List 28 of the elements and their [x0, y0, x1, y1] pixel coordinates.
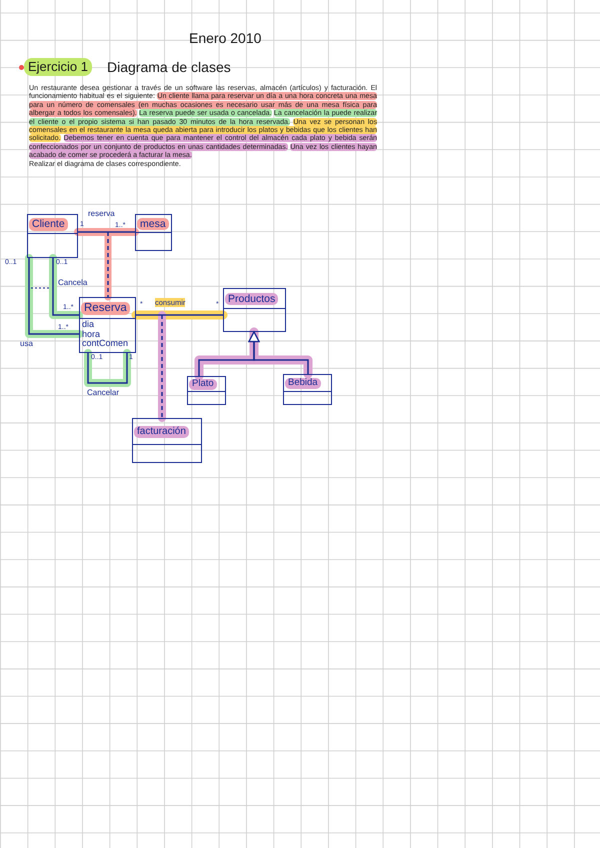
- class-name: Productos: [225, 292, 278, 306]
- association-class-link: [107, 232, 109, 297]
- attribute-name: hora: [82, 330, 100, 339]
- uml-class-box: [132, 418, 202, 463]
- class-name: mesa: [137, 218, 169, 230]
- association-label: reserva: [88, 209, 115, 219]
- uml-class-box: [27, 214, 78, 258]
- association-line: [136, 314, 223, 316]
- uml-class-box: [79, 297, 136, 353]
- attribute-name: contComen: [82, 339, 128, 348]
- uml-class-box: [187, 376, 226, 405]
- class-name: Plato: [189, 379, 217, 390]
- class-name: Reserva: [81, 302, 130, 316]
- uml-class-box: [135, 214, 172, 251]
- class-name: Cliente: [29, 218, 68, 231]
- uml-class-box: [223, 288, 286, 332]
- exercise-heading: Ejercicio 1: [24, 58, 92, 76]
- association-class-link: [161, 315, 163, 418]
- association-label: Cancela: [58, 278, 88, 288]
- association-label: Cancelar: [87, 388, 120, 398]
- association-label: usa: [20, 339, 33, 349]
- class-name: facturación: [134, 426, 189, 438]
- association-line: [78, 231, 135, 233]
- class-name: Bebida: [285, 378, 321, 389]
- diagram-title: Diagrama de clases: [107, 59, 231, 76]
- uml-class-box: [283, 374, 332, 405]
- attribute-name: dia: [82, 320, 94, 330]
- date-text: Enero 2010: [189, 30, 262, 47]
